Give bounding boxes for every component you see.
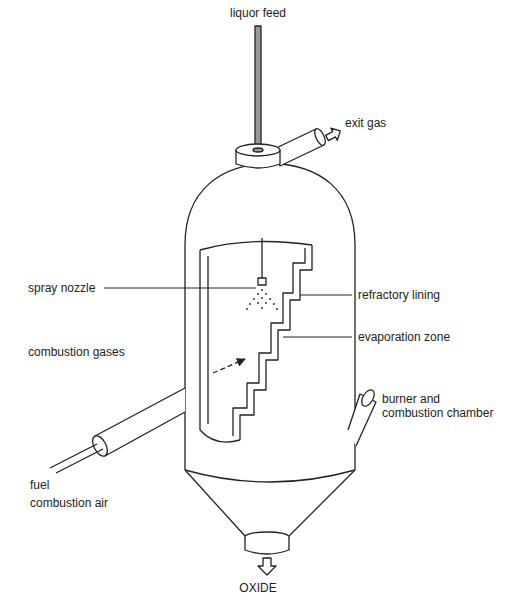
spray-dot	[261, 289, 263, 291]
cutaway-left	[200, 250, 240, 442]
part-label: burner and combustion chamber	[382, 392, 500, 420]
spray-dot	[261, 297, 263, 299]
outlet-pipe	[245, 537, 289, 554]
part-label-box: refractory lining	[358, 288, 440, 302]
spray-dot	[253, 298, 255, 300]
part-label-box: evaporation zone	[358, 330, 450, 344]
spray-nozzle-symbol	[258, 278, 266, 285]
spray-dot	[276, 308, 278, 310]
spray-dot	[246, 308, 248, 310]
part-label-box: fuel	[30, 478, 49, 492]
leader-line	[283, 337, 352, 338]
part-label-box: OXIDE	[239, 581, 276, 595]
spray-dot	[269, 298, 271, 300]
exit-gas-pipe-end	[313, 127, 328, 147]
part-label: evaporation zone	[358, 330, 450, 344]
part-label: fuel	[30, 478, 49, 492]
feed-inlet	[253, 148, 263, 152]
left-burner-pipe	[95, 388, 185, 456]
nozzle-lance	[261, 238, 262, 278]
refractory-lining-inner	[233, 248, 305, 436]
top-cap-rim	[236, 144, 280, 156]
leader-line	[300, 295, 352, 296]
product-arrow	[258, 558, 276, 575]
part-label: refractory lining	[358, 288, 440, 302]
feed-pipe	[255, 26, 261, 150]
gas-flow-arrow	[213, 359, 245, 373]
part-label-box: combustion air	[30, 496, 108, 510]
vessel-drawing	[50, 26, 377, 575]
part-label: OXIDE	[239, 581, 276, 595]
right-burner-end	[359, 388, 377, 409]
vessel-dome	[185, 163, 355, 245]
part-label-box: exit gas	[345, 116, 386, 130]
vessel-rim	[185, 470, 355, 482]
spray-dot	[265, 293, 267, 295]
part-label: exit gas	[345, 116, 386, 130]
refractory-lining-left	[207, 256, 208, 424]
part-label-box: spray nozzle	[28, 281, 95, 295]
spray-dot	[261, 307, 263, 309]
part-label: spray nozzle	[28, 281, 95, 295]
leader-line	[104, 288, 256, 289]
refractory-lining-steps	[240, 245, 312, 440]
spray-dot	[257, 293, 259, 295]
spray-dot	[273, 303, 275, 305]
part-label-box: burner and combustion chamber	[382, 392, 500, 420]
exit-gas-arrow	[324, 125, 344, 144]
cutaway-top	[200, 241, 312, 250]
part-label: combustion air	[30, 496, 108, 510]
part-label: liquor feed	[230, 6, 286, 20]
spray-dot	[249, 303, 251, 305]
vessel-wall	[185, 245, 355, 470]
spray-dot	[265, 302, 267, 304]
part-label: combustion gases	[28, 345, 125, 359]
spray-dot	[257, 302, 259, 304]
vessel-cone	[185, 470, 355, 536]
part-label-box: combustion gases	[28, 345, 125, 359]
part-label-box: liquor feed	[230, 6, 286, 20]
spray-dots	[246, 289, 278, 310]
exit-gas-arrow-shape	[324, 125, 344, 144]
fuel-air-lines	[50, 444, 103, 473]
